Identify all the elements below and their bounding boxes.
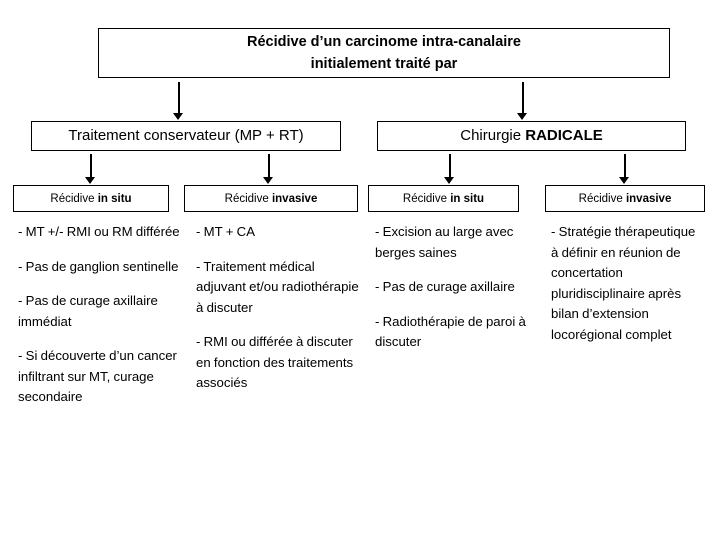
detail-item: - Radiothérapie de paroi à discuter — [375, 313, 526, 350]
arrow-down-icon — [444, 154, 455, 184]
subheader-box-radical-in-situ: Récidive in situ — [368, 185, 519, 212]
detail-item: - Pas de curage axillaire immédiat — [18, 293, 158, 329]
subheader-box-radical-invasive: Récidive invasive — [545, 185, 705, 212]
title-line-2: initialement traité par — [310, 56, 458, 72]
title-line-1: Récidive d’un carcinome intra-canalaire — [247, 34, 521, 50]
branch-label-regular-text: Traitement conservateur (MP + RT) — [68, 127, 304, 144]
arrow-head — [517, 113, 527, 120]
arrow-shaft — [268, 154, 270, 177]
branch-label-regular-text: Chirurgie — [460, 127, 526, 144]
detail-column-radical-in-situ: - Excision au large avec berges saines -… — [375, 222, 540, 353]
subheader-bold-text: in situ — [450, 192, 485, 205]
arrow-head — [173, 113, 183, 120]
subheader-bold-text: in situ — [97, 192, 132, 205]
arrow-down-icon — [517, 82, 528, 120]
branch-box-conservative-treatment: Traitement conservateur (MP + RT) — [31, 121, 341, 151]
arrow-shaft — [522, 82, 524, 113]
detail-item: - Pas de ganglion sentinelle — [18, 258, 179, 274]
arrow-down-icon — [263, 154, 274, 184]
arrow-head — [619, 177, 629, 184]
subheader-label: Récidive in situ — [50, 192, 131, 206]
subheader-regular-text: Récidive — [224, 192, 272, 205]
subheader-box-conservative-in-situ: Récidive in situ — [13, 185, 169, 212]
branch-box-radical-surgery: Chirurgie RADICALE — [377, 121, 686, 151]
arrow-shaft — [449, 154, 451, 177]
subheader-regular-text: Récidive — [402, 192, 451, 205]
subheader-regular-text: Récidive — [50, 192, 98, 205]
subheader-label: Récidive invasive — [579, 192, 672, 206]
subheader-bold-text: invasive — [625, 192, 672, 205]
detail-column-conservative-in-situ: - MT +/- RMI ou RM différée - Pas de gan… — [18, 222, 183, 408]
arrow-head — [263, 177, 273, 184]
detail-item: - Stratégie thérapeutique à définir en r… — [551, 224, 696, 342]
arrow-head — [444, 177, 454, 184]
subheader-label: Récidive invasive — [225, 192, 318, 206]
detail-column-conservative-invasive: - MT + CA - Traitement médical adjuvant … — [196, 222, 361, 394]
arrow-head — [85, 177, 95, 184]
detail-item: - MT +/- RMI ou RM différée — [18, 224, 180, 239]
arrow-down-icon — [619, 154, 630, 184]
detail-item: - Pas de curage axillaire — [375, 279, 515, 294]
arrow-shaft — [624, 154, 626, 177]
subheader-label: Récidive in situ — [403, 192, 484, 206]
branch-label-bold-text: RADICALE — [525, 127, 603, 144]
title-box: Récidive d’un carcinome intra-canalaire … — [98, 28, 670, 78]
detail-column-radical-invasive: - Stratégie thérapeutique à définir en r… — [551, 222, 701, 345]
detail-item: - Si découverte d’un cancer infiltrant s… — [18, 348, 177, 404]
detail-item: - MT + CA — [196, 224, 256, 239]
arrow-shaft — [90, 154, 92, 177]
branch-label-conservative-treatment: Traitement conservateur (MP + RT) — [68, 127, 303, 145]
subheader-bold-text: invasive — [271, 192, 318, 205]
subheader-regular-text: Récidive — [578, 192, 626, 205]
branch-label-radical-surgery: Chirurgie RADICALE — [460, 127, 603, 145]
detail-item: - RMI ou différée à discuter en fonction… — [196, 334, 354, 390]
arrow-down-icon — [173, 82, 184, 120]
arrow-shaft — [178, 82, 180, 113]
arrow-down-icon — [85, 154, 96, 184]
subheader-box-conservative-invasive: Récidive invasive — [184, 185, 358, 212]
detail-item: - Excision au large avec berges saines — [375, 224, 514, 260]
detail-item: - Traitement médical adjuvant et/ou radi… — [196, 258, 359, 315]
